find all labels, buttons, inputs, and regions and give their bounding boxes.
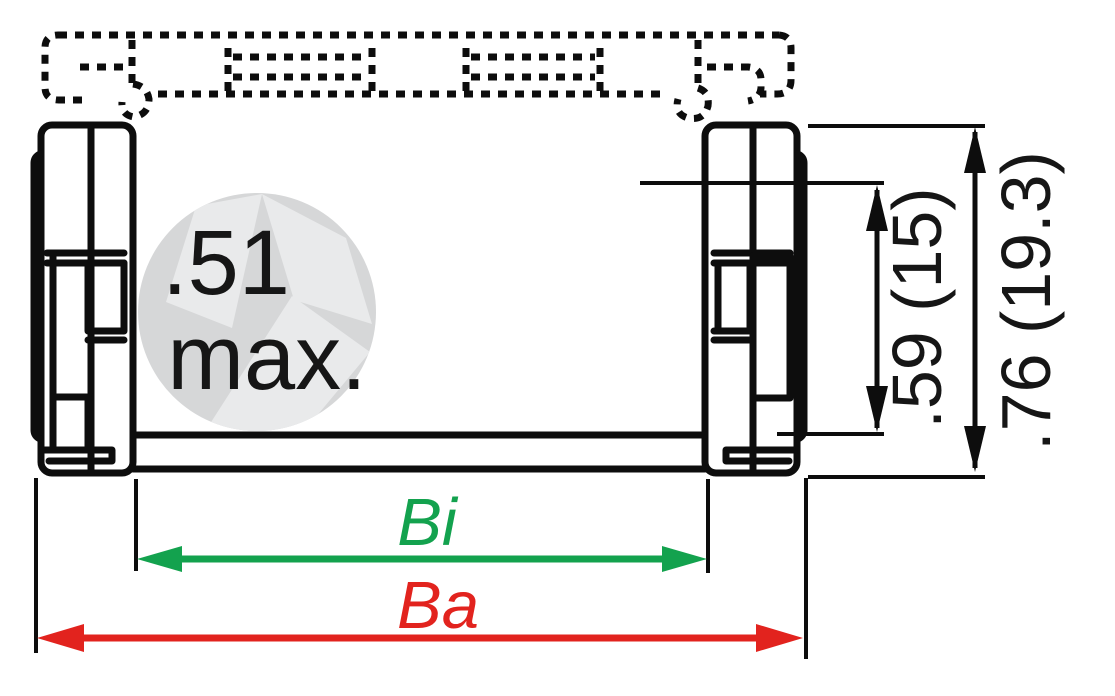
inner-width-label: Bi	[397, 485, 459, 560]
watermark-badge: .51 max.	[138, 193, 376, 431]
left-sideband-outline	[37, 121, 137, 477]
dim-inner-height: .59 (15)	[866, 185, 956, 432]
left-pin-block	[84, 259, 128, 335]
bottom-crossbar	[129, 431, 709, 473]
lid-left-hinge-curl	[118, 80, 153, 121]
max-value-text: .51	[162, 212, 290, 314]
arrow-down-icon	[866, 386, 888, 432]
right-pin-bottom-lines	[710, 327, 754, 344]
left-foot-lines	[37, 446, 116, 465]
lid-latch-detail-left	[224, 48, 376, 93]
extension-lines	[34, 124, 985, 659]
arrow-up-icon	[964, 127, 986, 173]
outer-width-label: Ba	[397, 568, 479, 643]
arrow-down-icon	[964, 426, 986, 472]
outer-height-label: .76 (19.3)	[987, 151, 1065, 451]
right-sideband-outer-step	[794, 150, 808, 443]
arrow-up-icon	[866, 185, 888, 231]
arrow-right-icon	[756, 624, 803, 652]
left-sideband-outer-step	[30, 150, 44, 443]
watermark-logo-wedge	[262, 194, 372, 324]
right-inner-web	[749, 252, 794, 402]
inner-height-label: .59 (15)	[878, 187, 956, 428]
dim-outer-width: Ba	[37, 568, 803, 652]
arrow-right-icon	[662, 546, 707, 572]
arrow-left-icon	[37, 624, 84, 652]
right-foot-lines	[722, 446, 801, 465]
lid-latch-detail-right	[462, 48, 604, 93]
lid-dashed-outline	[41, 31, 795, 122]
max-qualifier-text: max.	[167, 307, 366, 409]
watermark-logo-wedge	[166, 194, 262, 328]
left-sideband	[30, 121, 137, 477]
lid-right-hinge-curl	[673, 84, 712, 122]
arrow-left-icon	[137, 546, 182, 572]
dim-inner-width: Bi	[137, 485, 707, 572]
watermark-logo-wedge	[206, 296, 370, 431]
dim-outer-height: .76 (19.3)	[964, 127, 1065, 472]
lid-right-cap	[760, 31, 795, 98]
